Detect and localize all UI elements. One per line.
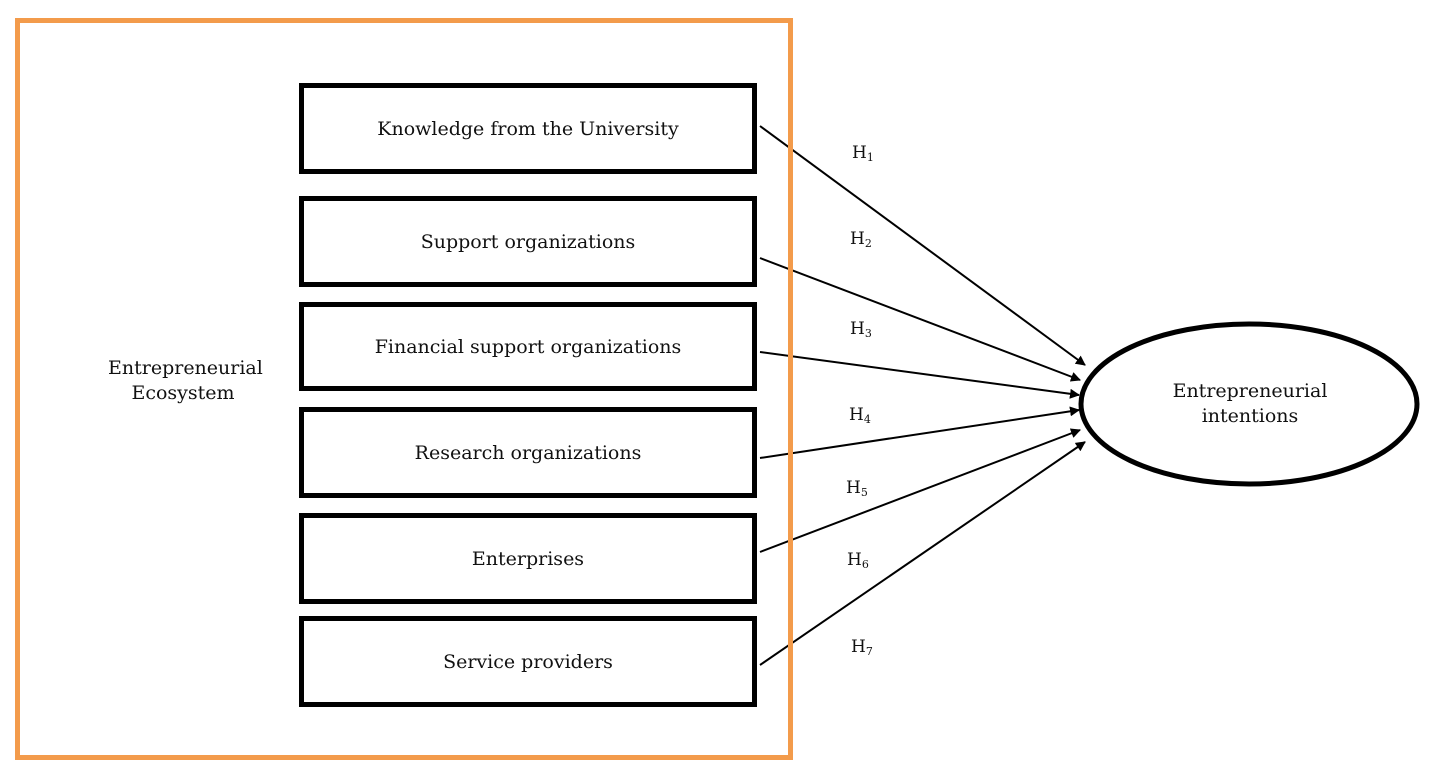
hypothesis-label-h1: H1 — [852, 143, 874, 164]
factor-box-knowledge-university: Knowledge from the University — [299, 83, 757, 174]
outcome-ellipse — [1078, 321, 1420, 487]
factor-label: Enterprises — [471, 547, 585, 570]
hypothesis-label-h5: H5 — [846, 478, 868, 499]
arrow-h1 — [759, 125, 1086, 366]
factor-box-enterprises: Enterprises — [299, 513, 757, 604]
factor-label: Knowledge from the University — [377, 117, 679, 140]
hypothesis-label-h4: H4 — [849, 405, 871, 426]
arrow-h6 — [759, 441, 1086, 666]
hypothesis-arrows — [759, 125, 1086, 666]
ecosystem-frame — [15, 18, 793, 760]
factor-box-service-providers: Service providers — [299, 616, 757, 707]
arrow-h3 — [759, 351, 1080, 399]
arrow-h4 — [759, 406, 1080, 459]
outcome-label: Entrepreneurial intentions — [1172, 380, 1328, 427]
hypothesis-label-h6: H6 — [847, 550, 869, 571]
factor-label: Service providers — [443, 650, 613, 673]
factor-box-financial-support: Financial support organizations — [299, 302, 757, 391]
factor-box-support-organizations: Support organizations — [299, 196, 757, 287]
arrow-h5 — [759, 428, 1081, 553]
hypothesis-label-h7: H7 — [851, 637, 873, 658]
factor-label: Support organizations — [420, 230, 636, 253]
arrow-h2 — [759, 257, 1081, 382]
factor-label: Financial support organizations — [374, 335, 682, 358]
factor-box-research-organizations: Research organizations — [299, 407, 757, 498]
factor-label: Research organizations — [414, 441, 642, 464]
ecosystem-label: Entrepreneurial Ecosystem — [108, 357, 263, 404]
hypothesis-label-h3: H3 — [850, 319, 872, 340]
hypothesis-label-h2: H2 — [850, 229, 872, 250]
